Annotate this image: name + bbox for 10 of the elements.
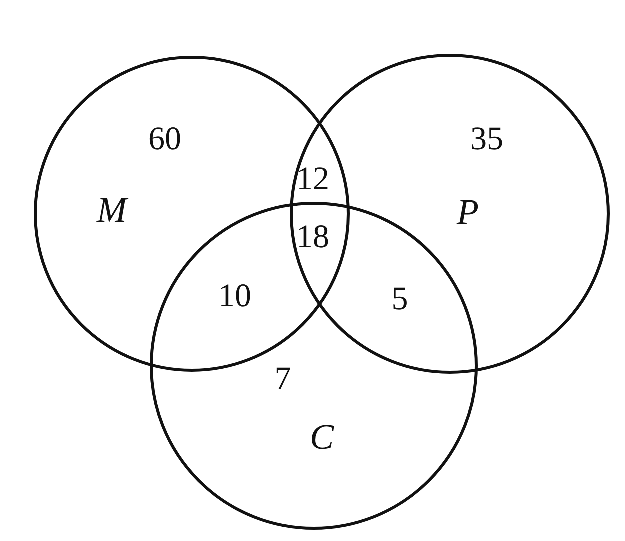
set-label: P <box>457 194 479 230</box>
region-count: 10 <box>218 280 252 314</box>
set-label: M <box>97 192 127 228</box>
region-count: 18 <box>296 222 330 254</box>
region-count: 12 <box>296 164 330 196</box>
region-count: 7 <box>274 364 292 396</box>
set-label: C <box>310 419 334 455</box>
region-count: 35 <box>470 124 504 156</box>
region-count: 60 <box>148 124 182 156</box>
region-count: 5 <box>392 284 408 316</box>
